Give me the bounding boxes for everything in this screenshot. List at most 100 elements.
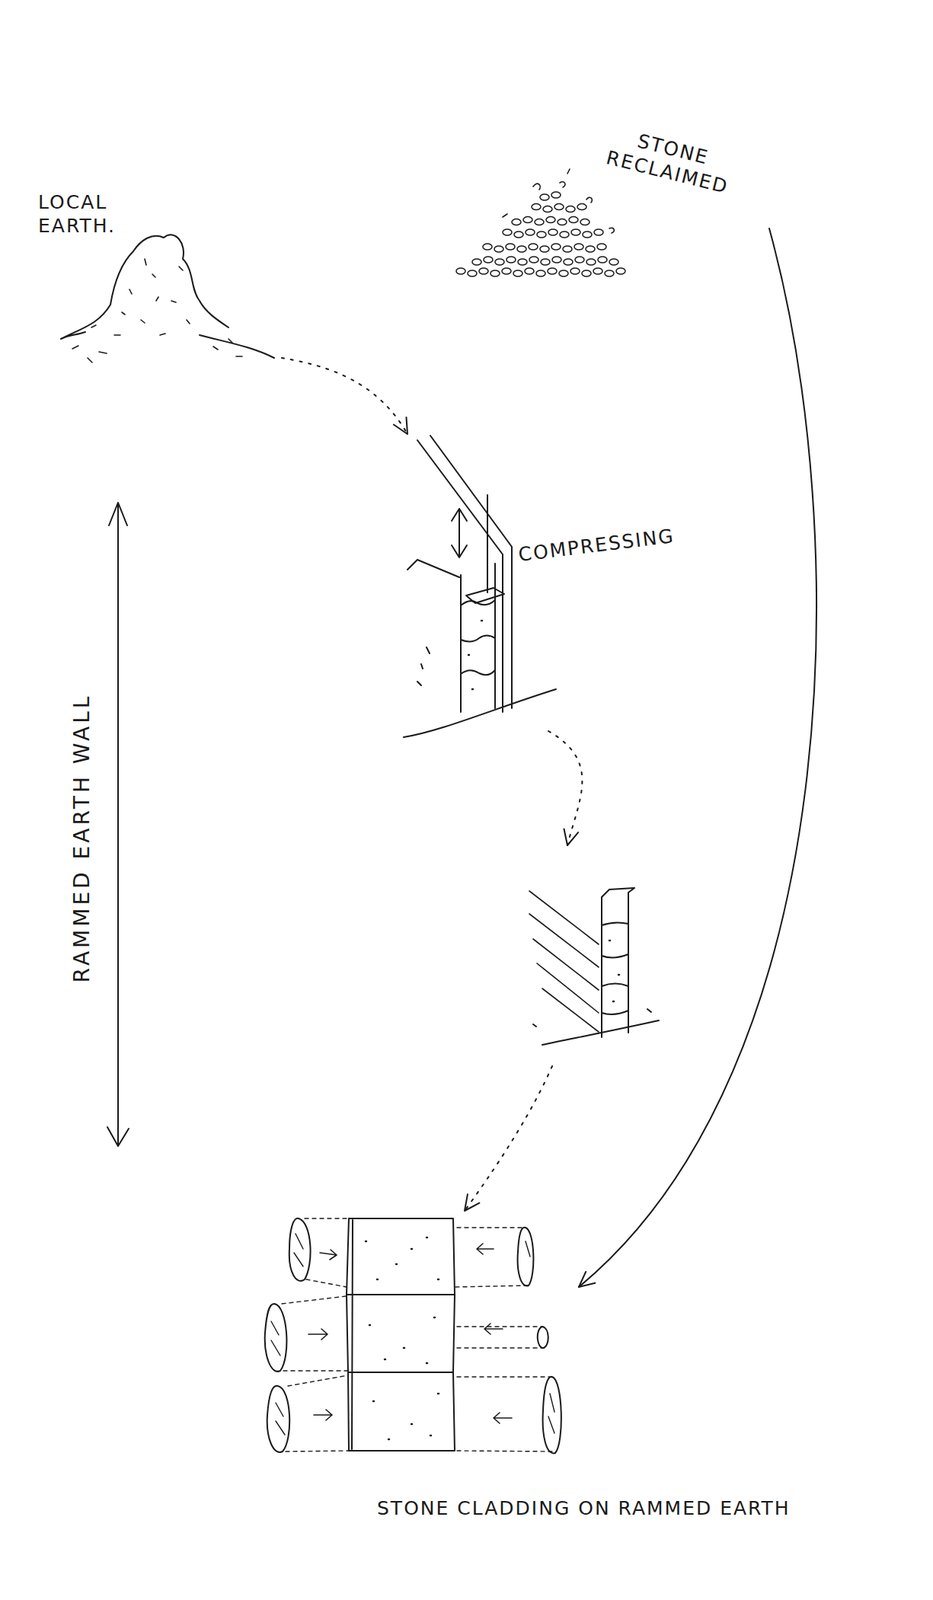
finished-wall — [601, 888, 635, 1038]
stone — [543, 206, 553, 213]
flow-arrow — [464, 731, 582, 1211]
fixing-arrows — [308, 1243, 512, 1424]
stone — [571, 229, 581, 236]
ram-direction-arrow — [451, 508, 467, 558]
stone — [586, 258, 596, 266]
stone — [524, 268, 534, 275]
stone — [536, 231, 547, 238]
stone — [523, 217, 533, 224]
stone — [531, 204, 541, 211]
stone — [494, 246, 504, 253]
stone — [501, 268, 512, 275]
stone — [580, 219, 590, 226]
stone — [604, 270, 614, 277]
flow-arrow — [281, 357, 408, 435]
arrow-head — [578, 1271, 595, 1288]
stone — [559, 231, 569, 238]
stone — [585, 246, 595, 253]
stone — [511, 219, 521, 226]
stone — [479, 268, 489, 275]
stone — [563, 258, 573, 266]
connector-line — [281, 357, 408, 435]
stone — [577, 204, 587, 211]
arrow-head — [393, 417, 408, 435]
stone — [551, 243, 561, 250]
stone — [552, 256, 562, 263]
sketch-node: LOCAL EARTH. — [38, 190, 282, 366]
stone — [528, 243, 538, 250]
stone — [570, 268, 580, 275]
stone — [562, 246, 572, 253]
stone — [594, 229, 604, 236]
stone — [502, 229, 512, 236]
ground-line — [403, 647, 556, 738]
dimension-label: RAMMED EARTH WALL — [70, 693, 96, 983]
stone — [609, 258, 619, 266]
stone — [582, 231, 592, 238]
stone — [551, 191, 561, 199]
stone — [525, 229, 535, 236]
stone — [536, 270, 546, 277]
stone — [534, 219, 544, 226]
stone — [467, 270, 477, 277]
handwritten-label: COMPRESSING — [517, 523, 683, 567]
stone-texture — [271, 1233, 555, 1435]
stone — [517, 246, 527, 253]
stone — [557, 219, 567, 226]
stone — [616, 268, 626, 275]
wall-hatching — [529, 891, 599, 1033]
handwritten-label: STONE RECLAIMED — [583, 117, 758, 205]
stone — [472, 258, 482, 266]
sketch-node: STONE CLADDING ON RAMMED EARTH — [258, 1210, 579, 1463]
stone — [456, 268, 466, 275]
stone — [514, 231, 524, 238]
stone — [568, 217, 579, 224]
stone — [529, 256, 539, 263]
flow-arrow — [578, 228, 817, 1288]
stone — [581, 270, 592, 277]
stone — [559, 270, 569, 277]
stone — [483, 256, 493, 263]
earth-blocks — [346, 1218, 455, 1451]
stone — [593, 268, 603, 275]
stone — [513, 270, 523, 277]
stone — [554, 204, 564, 211]
stone — [548, 229, 558, 236]
handwritten-label: LOCAL EARTH. — [38, 190, 168, 239]
stone — [539, 246, 550, 253]
stone — [597, 243, 607, 250]
stone-pile — [456, 191, 626, 277]
earth-pile — [60, 234, 275, 358]
earth-stipple — [72, 258, 243, 363]
stone — [546, 217, 556, 224]
stone — [547, 268, 557, 275]
stone-squiggles — [502, 169, 614, 234]
sketch-node: COMPRESSING — [396, 434, 686, 732]
connector-line — [464, 731, 582, 1211]
stone — [597, 256, 608, 263]
block-stipple — [365, 620, 620, 1440]
handwritten-label: STONE CLADDING ON RAMMED EARTH — [377, 1496, 791, 1521]
cladding-stones — [265, 1218, 562, 1454]
dimension-arrow — [107, 502, 129, 1147]
stone — [575, 256, 585, 263]
stone — [505, 243, 515, 250]
arrow-head — [464, 828, 579, 1211]
stone — [482, 243, 493, 250]
formwork — [407, 435, 512, 713]
compacted-earth-column — [460, 563, 496, 713]
stone — [565, 206, 576, 213]
rammer — [466, 495, 505, 604]
ground-line — [533, 1009, 659, 1045]
sketch-node: STONE RECLAIMED — [449, 137, 770, 286]
stone — [490, 270, 500, 277]
stone — [495, 258, 505, 266]
stone — [517, 258, 528, 266]
guide-lines — [281, 1218, 556, 1452]
stone — [506, 256, 516, 263]
stone — [539, 194, 550, 201]
stone — [540, 258, 550, 266]
connector-line — [578, 228, 817, 1288]
